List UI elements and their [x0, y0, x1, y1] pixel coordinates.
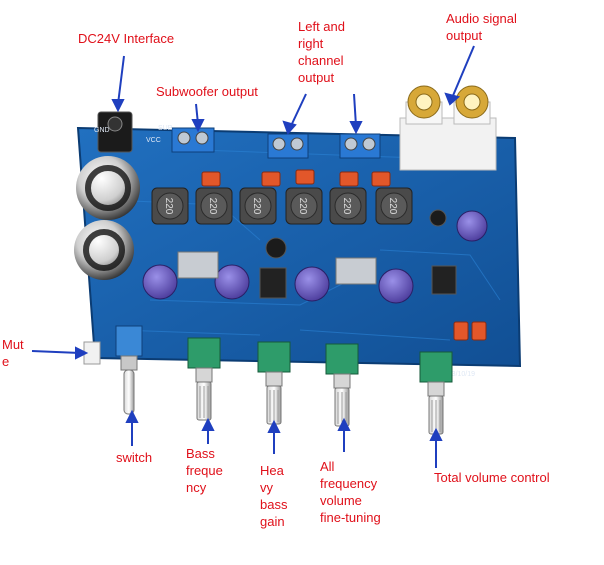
audio-signal-line-1: Audio signal	[446, 11, 517, 26]
filter-capacitor-top	[76, 156, 140, 220]
bass-frequency-line-3: ncy	[186, 480, 207, 495]
date-silkscreen: 2013/10/19	[440, 371, 475, 378]
all-frequency-line-2: frequency	[320, 476, 378, 491]
toggle-switch[interactable]	[115, 325, 143, 415]
inductor-value: 220	[163, 198, 174, 215]
bass-frequency-line-1: Bass	[186, 446, 215, 461]
annotation-arrows	[31, 45, 475, 468]
inductor-core	[380, 192, 408, 220]
switch-label: switch	[116, 450, 153, 465]
all-frequency-label: All frequency volume fine-tuning	[320, 458, 381, 526]
dc-jack	[97, 111, 133, 153]
left-right-line-2: right	[298, 36, 324, 51]
inductor-core	[200, 192, 228, 220]
vcc-silkscreen: VCC	[146, 137, 161, 144]
heavy-bass-knob[interactable]	[257, 341, 291, 425]
red-capacitors	[201, 169, 487, 341]
subwoofer-label: Subwoofer output	[156, 84, 258, 99]
mute-line-2: e	[2, 354, 10, 369]
dc24v-label: DC24V Interface	[78, 31, 175, 46]
inductor-value: 220	[387, 198, 398, 215]
inductor-value: 220	[341, 198, 352, 215]
inductor-core	[156, 192, 184, 220]
bass-frequency-label: Bass freque ncy	[186, 445, 223, 496]
rca-jack-block	[399, 85, 497, 171]
all-frequency-line-1: All	[320, 459, 335, 474]
left-right-line-1: Left and	[298, 19, 345, 34]
all-frequency-line-3: volume	[320, 493, 362, 508]
left-terminal	[267, 133, 309, 159]
gnd-silkscreen: GND	[94, 127, 110, 134]
inductor-row: 220 220 220 220 220 220	[151, 187, 413, 225]
inductor-core	[290, 192, 318, 220]
inductor-core	[244, 192, 272, 220]
inductor-value: 220	[297, 198, 308, 215]
left-right-line-3: channel	[298, 53, 344, 68]
heavy-bass-line-2: vy	[260, 480, 273, 495]
total-volume-knob[interactable]	[419, 351, 453, 435]
sub-silkscreen: SUB	[158, 125, 173, 132]
inductor-value: 220	[207, 198, 218, 215]
mute-label: Mut e	[2, 336, 24, 370]
potentiometer-row	[187, 337, 453, 435]
heavy-bass-label: Hea vy bass gain	[260, 462, 287, 530]
filter-capacitor-bottom	[74, 220, 134, 280]
inductor-core	[334, 192, 362, 220]
audio-capacitors	[142, 209, 488, 304]
audio-signal-line-2: output	[446, 28, 483, 43]
audio-signal-label: Audio signal output	[446, 10, 517, 44]
heavy-bass-line-4: gain	[260, 514, 285, 529]
total-volume-label: Total volume control	[434, 470, 550, 485]
right-terminal	[339, 133, 381, 159]
subwoofer-terminal	[171, 127, 215, 153]
amplifier-chips	[177, 251, 457, 299]
heavy-bass-line-3: bass	[260, 497, 288, 512]
bass-frequency-line-2: freque	[186, 463, 223, 478]
bass-frequency-knob[interactable]	[187, 337, 221, 421]
all-frequency-line-4: fine-tuning	[320, 510, 381, 525]
left-right-line-4: output	[298, 70, 335, 85]
fine-tuning-knob[interactable]	[325, 343, 359, 427]
left-right-label: Left and right channel output	[298, 18, 345, 86]
mute-line-1: Mut	[2, 337, 24, 352]
heavy-bass-line-1: Hea	[260, 463, 284, 478]
inductor-value: 220	[251, 198, 262, 215]
